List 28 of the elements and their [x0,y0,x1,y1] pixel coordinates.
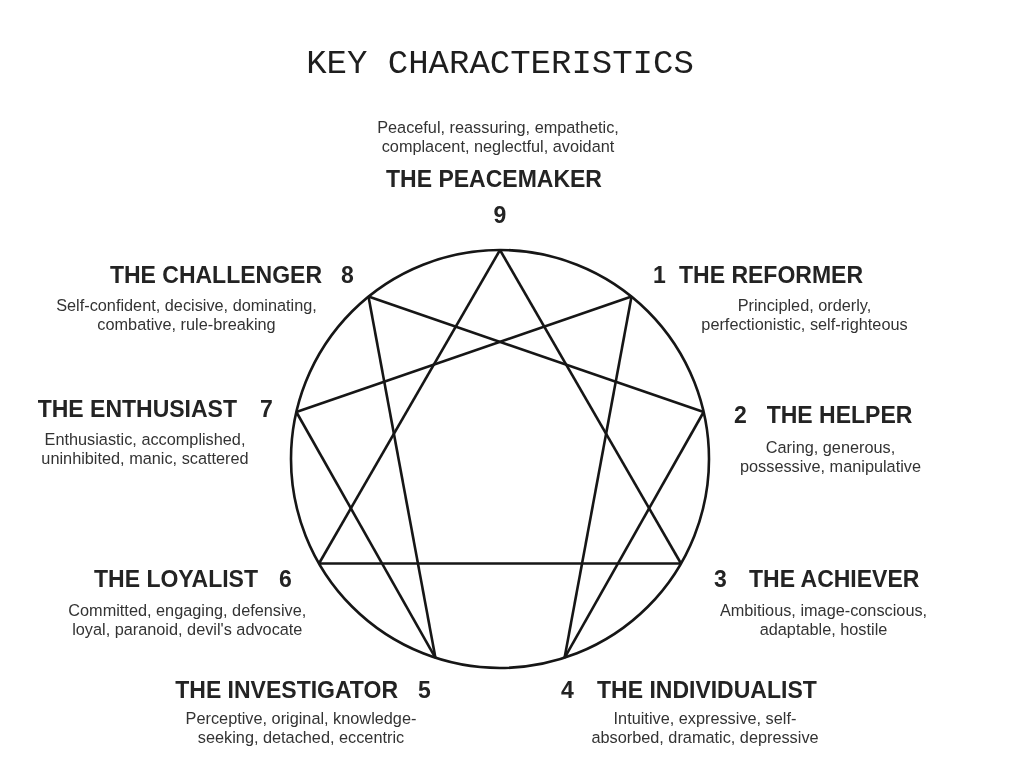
type-number: 4 [561,677,574,704]
type-name: THE ACHIEVER [749,565,920,592]
type-number: 6 [279,566,292,593]
type-number: 8 [341,262,354,289]
type-number: 3 [714,565,727,592]
type-description: Committed, engaging, defensive, loyal, paranoid, devil's advocate [67,601,308,639]
type-number: 9 [493,201,507,228]
type-description: Perceptive, original, knowledge-seeking, detached, eccentric [184,709,418,747]
type-number: 1 [653,262,666,289]
type-description: Ambitious, image-conscious, adaptable, hostile [718,601,929,639]
type-name: THE INVESTIGATOR [175,677,398,704]
type-name: THE CHALLENGER [109,262,322,289]
type-name: THE LOYALIST [94,566,258,593]
type-name: THE ENTHUSIAST [37,395,237,422]
type-description: Intuitive, expressive, self-absorbed, dramatic, depressive [590,709,820,747]
type-name: THE HELPER [766,402,913,429]
type-name: THE INDIVIDUALIST [597,677,817,704]
type-number: 2 [734,402,747,429]
type-description: Caring, generous, possessive, manipulative [739,438,922,476]
type-description: Self-confident, decisive, dominating, combative, rule-breaking [55,296,318,334]
type-description: Peaceful, reassuring, empathetic, complacent, neglectful, avoidant [376,118,620,156]
type-name: THE PEACEMAKER [386,166,602,192]
type-name: THE REFORMER [679,262,863,289]
diagram-title: KEY CHARACTERISTICS [306,44,694,84]
type-description: Enthusiastic, accomplished, uninhibited, manic, scattered [40,430,250,468]
type-description: Principled, orderly, perfectionistic, self-righteous [700,296,909,334]
type-number: 7 [260,395,273,422]
type-number: 5 [418,677,431,704]
